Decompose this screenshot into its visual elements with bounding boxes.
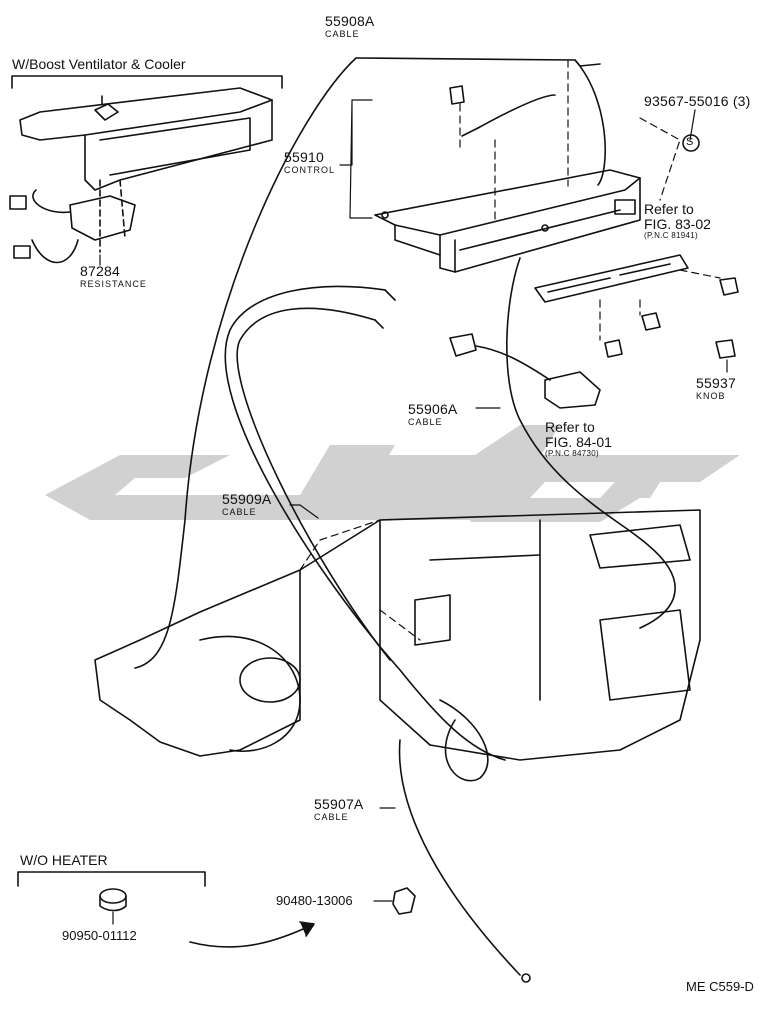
noheater-section-title: W/O HEATER <box>20 852 108 868</box>
ref-label-fig-84-01: Refer to FIG. 84-01 (P.N.C 84730) <box>545 419 612 458</box>
part-label-90950: 90950-01112 <box>62 928 137 943</box>
knob-set <box>604 277 739 359</box>
boost-section-bracket <box>11 75 283 89</box>
resistance-assembly <box>9 87 273 264</box>
cable-55907A <box>398 739 521 976</box>
fastener-s-circle <box>682 134 700 152</box>
heater-unit <box>94 509 701 761</box>
fastener-s-symbol: S <box>686 136 694 148</box>
grommet-icon <box>99 888 127 904</box>
noheater-section-bracket <box>17 871 206 887</box>
diagram-code: ME C559-D <box>686 979 754 994</box>
face-plate <box>534 254 689 303</box>
boost-section-title: W/Boost Ventilator & Cooler <box>12 56 186 72</box>
part-label-90480: 90480-13006 <box>276 893 353 908</box>
part-label-93567: 93567-55016 (3) <box>644 93 751 109</box>
control-panel <box>374 169 641 273</box>
watermark-logo <box>45 425 740 522</box>
arrow-icon <box>189 924 313 948</box>
clip-icon <box>392 887 416 915</box>
cable-55909A <box>224 285 506 761</box>
cable-55906A <box>506 257 676 629</box>
cable-55908A <box>134 57 357 669</box>
ref-label-fig-83-02: Refer to FIG. 83-02 (P.N.C 81941) <box>644 201 711 240</box>
